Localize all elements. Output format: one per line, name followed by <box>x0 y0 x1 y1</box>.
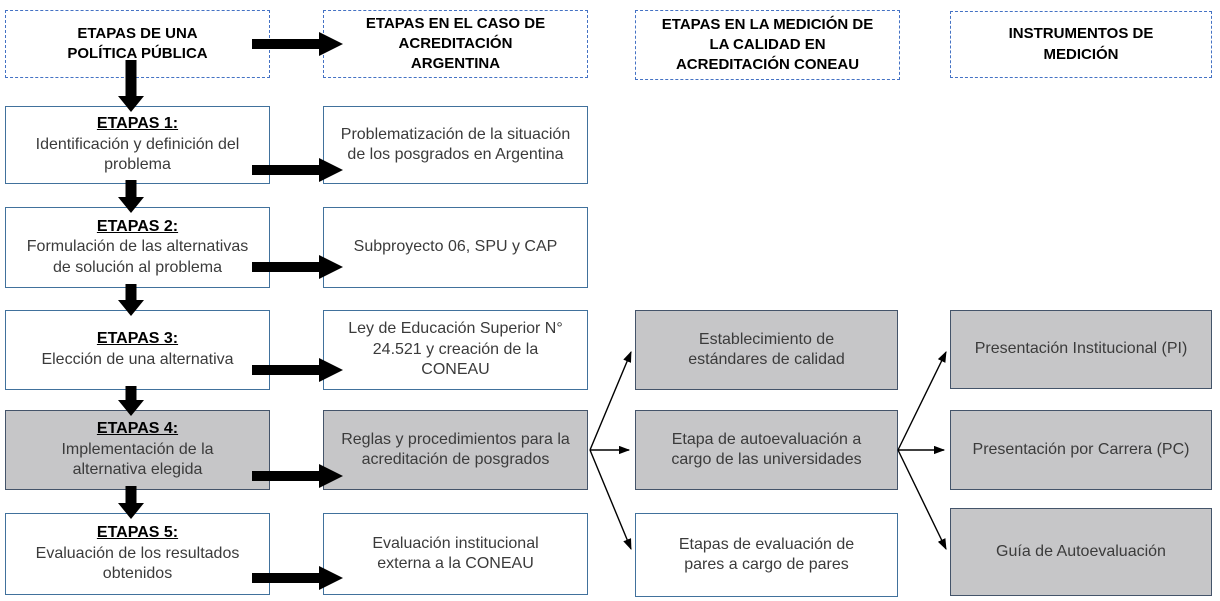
stage-4-title: ETAPAS 4: <box>96 420 179 438</box>
stage-5-box: ETAPAS 5: Evaluación de los resultados o… <box>5 513 270 595</box>
argentina-evaluacion-externa-label: Evaluación institucional externa a la CO… <box>372 534 539 572</box>
instrument-presentacion-institucional-label: Presentación Institucional (PI) <box>974 340 1188 358</box>
header-etapas-politica-publica-label: ETAPAS DE UNA POLÍTICA PÚBLICA <box>67 24 208 62</box>
stage-1-body: Identificación y definición del problema <box>35 135 240 174</box>
coneau-evaluacion-pares-label: Etapas de evaluación de pares a cargo de… <box>678 535 855 573</box>
argentina-subproyecto-box: Subproyecto 06, SPU y CAP <box>323 207 588 288</box>
coneau-estandares-box: Establecimiento de estándares de calidad <box>635 310 898 390</box>
argentina-problematizacion-label: Problematización de la situación de los … <box>340 125 571 163</box>
instrument-presentacion-carrera-label: Presentación por Carrera (PC) <box>972 440 1190 458</box>
argentina-ley-educacion-box: Ley de Educación Superior N° 24.521 y cr… <box>323 310 588 390</box>
instrument-guia-autoevaluacion-label: Guía de Autoevaluación <box>996 542 1166 560</box>
fan-arrow-autoevaluacion-to-pi <box>897 350 947 451</box>
header-instrumentos-medicion: INSTRUMENTOS DE MEDICIÓN <box>950 11 1212 78</box>
argentina-reglas-procedimientos-label: Reglas y procedimientos para la acredita… <box>341 430 570 468</box>
stage-1-title: ETAPAS 1: <box>96 115 179 133</box>
coneau-evaluacion-pares-box: Etapas de evaluación de pares a cargo de… <box>635 513 898 597</box>
stage-5-title: ETAPAS 5: <box>96 524 179 542</box>
header-instrumentos-medicion-label: INSTRUMENTOS DE MEDICIÓN <box>1008 25 1154 63</box>
coneau-autoevaluacion-label: Etapa de autoevaluación a cargo de las u… <box>671 430 862 468</box>
coneau-estandares-label: Establecimiento de estándares de calidad <box>688 330 845 368</box>
stage-5-body: Evaluación de los resultados obtenidos <box>35 544 240 583</box>
argentina-reglas-procedimientos-box: Reglas y procedimientos para la acredita… <box>323 410 588 490</box>
fan-arrow-autoevaluacion-to-guia <box>897 449 947 551</box>
coneau-autoevaluacion-box: Etapa de autoevaluación a cargo de las u… <box>635 410 898 490</box>
stage-2-title: ETAPAS 2: <box>96 217 179 235</box>
stage-1-box: ETAPAS 1: Identificación y definición de… <box>5 106 270 184</box>
argentina-evaluacion-externa-box: Evaluación institucional externa a la CO… <box>323 513 588 595</box>
argentina-ley-educacion-label: Ley de Educación Superior N° 24.521 y cr… <box>348 320 563 379</box>
fan-arrow-reglas-to-estandares <box>589 350 632 451</box>
instrument-presentacion-institucional-box: Presentación Institucional (PI) <box>950 310 1212 389</box>
header-etapas-politica-publica: ETAPAS DE UNA POLÍTICA PÚBLICA <box>5 10 270 78</box>
argentina-subproyecto-label: Subproyecto 06, SPU y CAP <box>353 238 558 256</box>
header-medicion-calidad-coneau: ETAPAS EN LA MEDICIÓN DE LA CALIDAD EN A… <box>635 10 900 80</box>
fan-arrow-reglas-to-evaluacion-pares <box>589 449 632 551</box>
stage-4-box: ETAPAS 4: Implementación de la alternati… <box>5 410 270 490</box>
stage-3-box: ETAPAS 3: Elección de una alternativa <box>5 310 270 390</box>
argentina-problematizacion-box: Problematización de la situación de los … <box>323 106 588 184</box>
header-medicion-calidad-coneau-label: ETAPAS EN LA MEDICIÓN DE LA CALIDAD EN A… <box>661 15 874 74</box>
header-caso-acreditacion-argentina-label: ETAPAS EN EL CASO DE ACREDITACIÓN ARGENT… <box>365 14 546 73</box>
stage-4-body: Implementación de la alternativa elegida <box>61 440 214 479</box>
stage-2-box: ETAPAS 2: Formulación de las alternativa… <box>5 207 270 288</box>
header-caso-acreditacion-argentina: ETAPAS EN EL CASO DE ACREDITACIÓN ARGENT… <box>323 10 588 78</box>
stage-3-title: ETAPAS 3: <box>96 330 179 348</box>
stage-2-body: Formulación de las alternativas de soluc… <box>26 238 249 276</box>
instrument-presentacion-carrera-box: Presentación por Carrera (PC) <box>950 410 1212 490</box>
stage-3-body: Elección de una alternativa <box>41 351 234 369</box>
instrument-guia-autoevaluacion-box: Guía de Autoevaluación <box>950 508 1212 596</box>
